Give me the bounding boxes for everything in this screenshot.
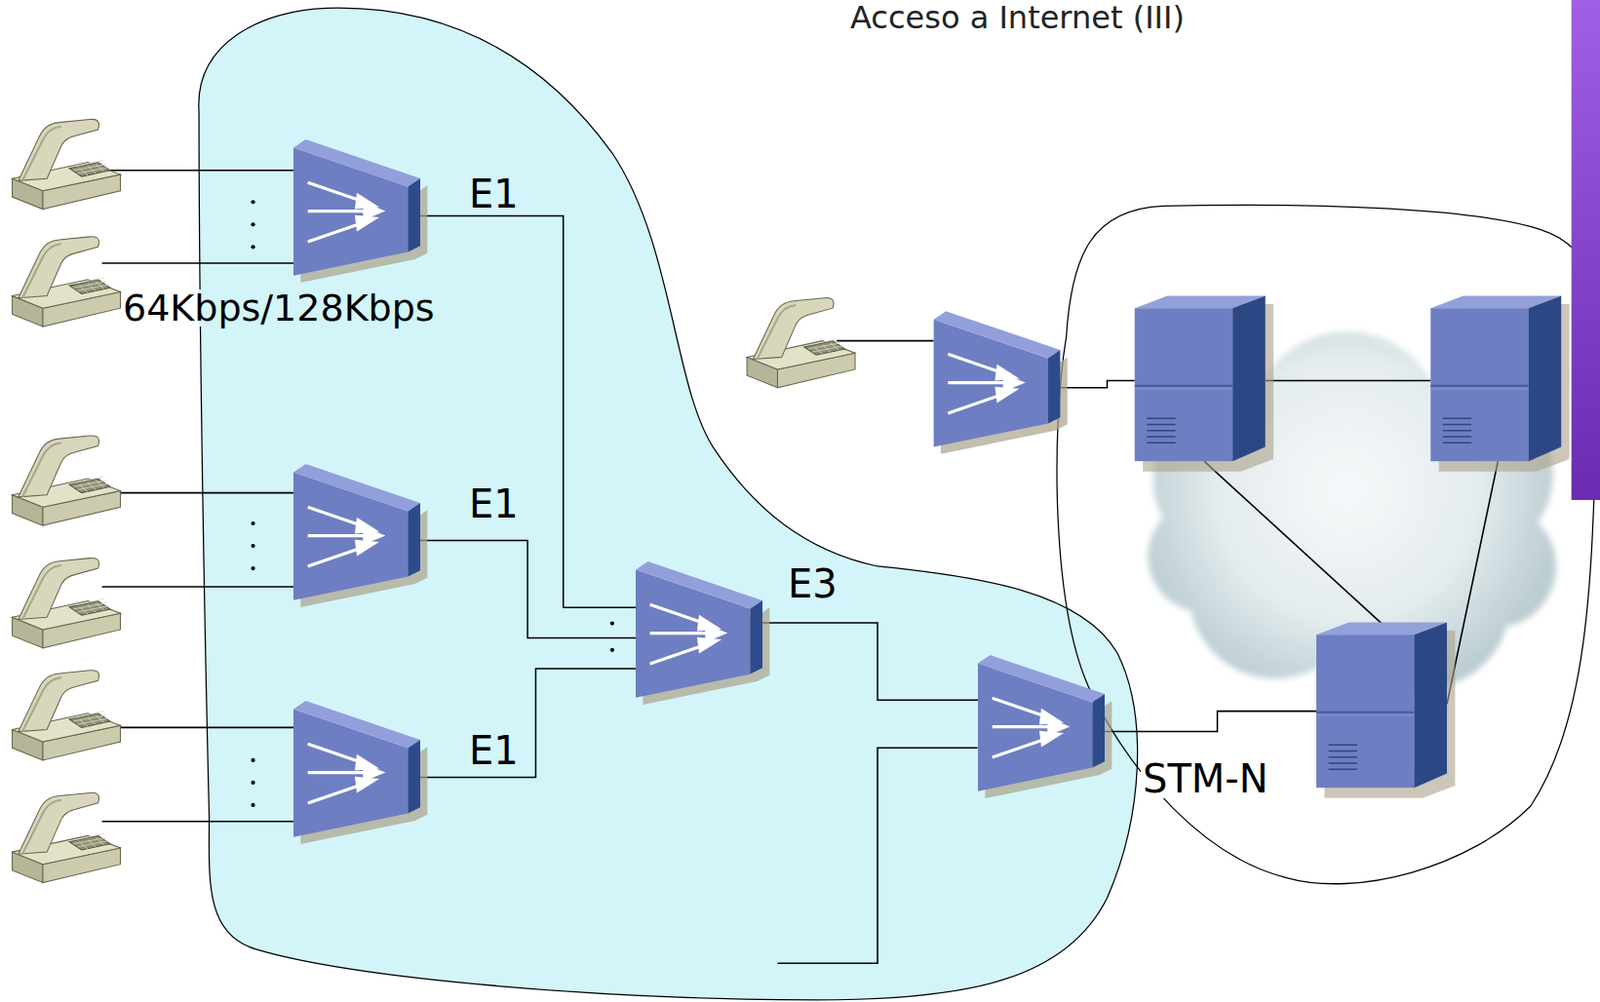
trunk-line (1059, 380, 1134, 388)
trunk-line (1103, 711, 1317, 733)
telephone (12, 236, 121, 327)
trunk-line (777, 747, 977, 964)
multiplexer (293, 139, 428, 283)
link-label: STM-N (1140, 759, 1271, 799)
backbone-line (1265, 380, 1432, 383)
multiplexer-icon (635, 559, 763, 703)
server (1430, 296, 1569, 472)
dot (610, 648, 615, 653)
multiplexer-icon (293, 699, 421, 843)
multiplexer-node: E1 (293, 699, 421, 843)
backbone-line (1204, 461, 1383, 625)
template-bar (1571, 0, 1600, 501)
link-label: E3 (787, 564, 838, 604)
multiplexer (934, 311, 1068, 455)
dot (250, 803, 255, 808)
multiplexer-icon (977, 653, 1105, 797)
multiplexer-node: STM-N (977, 653, 1105, 797)
multiplexer (635, 561, 770, 705)
link-label: E1 (468, 174, 519, 214)
subscriber-line (836, 340, 934, 343)
slide-title: Acceso a Internet (III) (850, 1, 1185, 34)
rate-label: 64Kbps/128Kbps (122, 289, 435, 327)
link-label: E1 (468, 731, 519, 771)
multiplexer-node: E3 (635, 559, 763, 703)
subscriber-line (102, 492, 295, 495)
dot (610, 622, 615, 626)
multiplexer (293, 701, 428, 845)
dot (250, 544, 255, 548)
dot (250, 758, 255, 763)
subscriber-line (102, 585, 295, 588)
subscriber-line (102, 820, 295, 823)
multiplexer (293, 464, 428, 608)
telephone (12, 670, 121, 761)
trunk-connector (762, 623, 978, 701)
subscriber-line (102, 727, 295, 730)
multiplexer (977, 655, 1112, 799)
trunk-connector (420, 541, 636, 639)
access-network-region (198, 7, 1138, 1001)
dot (250, 566, 255, 571)
wires (102, 170, 1499, 964)
multiplexer-node: E1 (293, 462, 421, 606)
cloud-puff (1433, 505, 1557, 628)
internet-region (1056, 204, 1600, 884)
dot (250, 244, 255, 249)
server (1316, 623, 1455, 799)
multiplexer-node: E1 (293, 137, 421, 281)
dot (250, 780, 255, 785)
dot (250, 222, 255, 227)
multiplexer-icon (293, 137, 421, 281)
telephone (746, 298, 856, 389)
telephone (12, 558, 121, 649)
trunk-connector (420, 668, 636, 779)
dot (250, 521, 255, 526)
link-label: E1 (468, 484, 519, 524)
server (1134, 296, 1274, 472)
telephone (12, 792, 121, 883)
telephone (12, 118, 121, 209)
dot (250, 199, 255, 204)
subscriber-line (102, 169, 295, 172)
cloud-puff (1147, 500, 1260, 613)
subscriber-line (102, 262, 295, 265)
telephone (12, 435, 121, 526)
multiplexer-icon (293, 462, 421, 606)
